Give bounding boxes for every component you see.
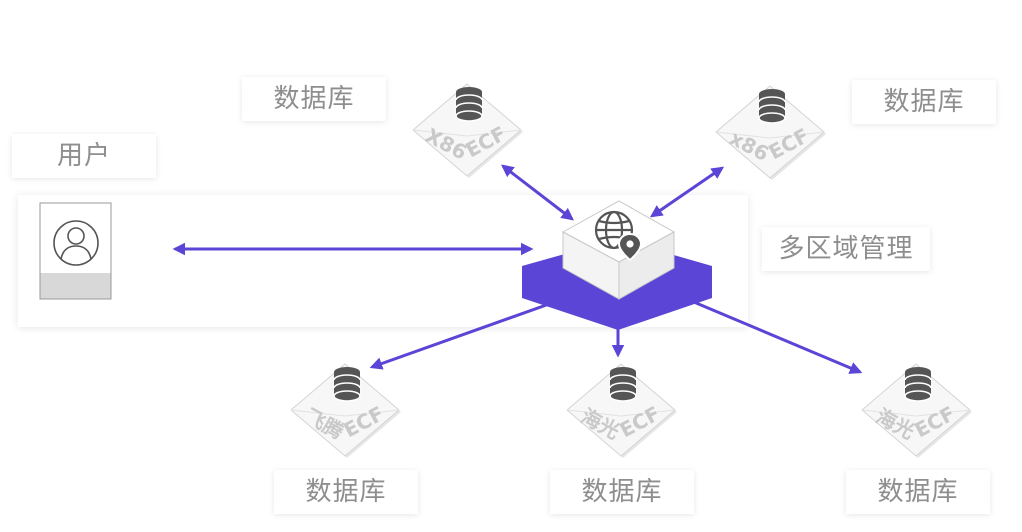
database-icon	[455, 86, 483, 122]
label-db-top-left: 数据库	[242, 77, 386, 121]
label-db-bottom-right: 数据库	[846, 470, 990, 514]
label-db-bottom-left: 数据库	[274, 470, 418, 514]
database-icon	[333, 366, 361, 402]
hub-node[interactable]	[561, 200, 676, 300]
database-icon	[758, 88, 786, 124]
database-icon	[904, 366, 932, 402]
label-db-bottom-center: 数据库	[550, 470, 694, 514]
globe-location-icon	[594, 210, 643, 262]
arrow-hub-top-right	[649, 166, 725, 218]
label-multi-region: 多区域管理	[762, 227, 930, 271]
user-avatar-icon	[53, 220, 99, 266]
arrow-hub-top-left	[501, 164, 574, 221]
user-card[interactable]	[39, 202, 112, 300]
database-icon	[609, 366, 637, 402]
label-user: 用户	[12, 134, 156, 178]
label-db-top-right: 数据库	[852, 80, 996, 124]
arrow-hub-bottom-right	[667, 290, 863, 374]
arrow-hub-bottom-left	[369, 295, 569, 370]
